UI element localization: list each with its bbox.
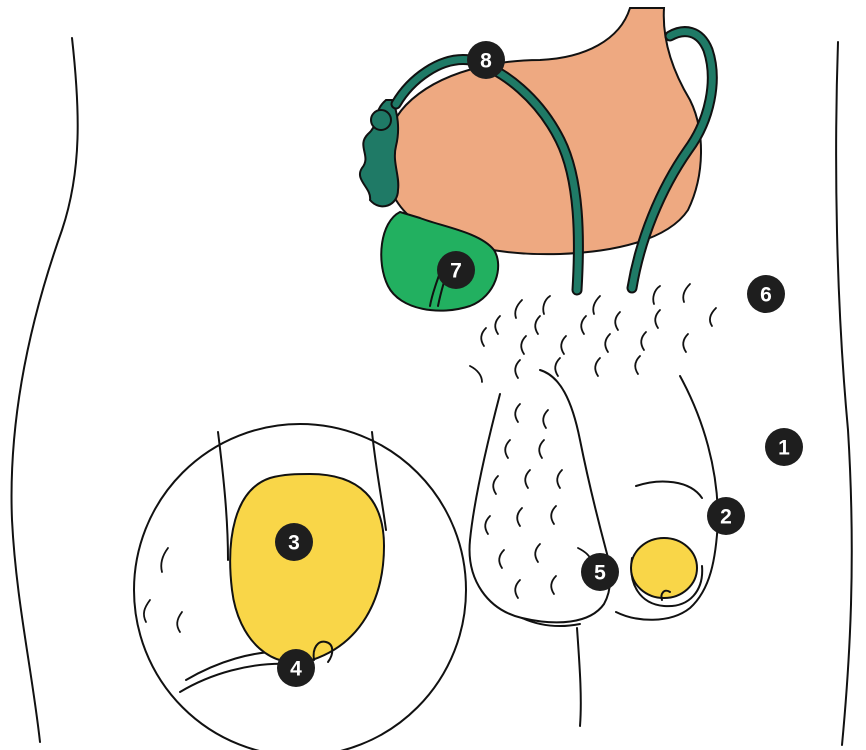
epididymis-small: [660, 589, 671, 601]
marker-6: 6: [747, 275, 785, 313]
scrotal-sac-opening: [635, 480, 703, 499]
left-duct: [392, 56, 582, 294]
marker-label: 7: [450, 260, 462, 283]
inner-thigh-line: [576, 627, 582, 727]
penis-hair: [484, 403, 593, 599]
marker-label: 3: [288, 532, 300, 555]
marker-circle: [277, 649, 315, 687]
left-body-contour: [10, 37, 79, 743]
marker-5: 5: [581, 553, 619, 591]
marker-label: 5: [594, 562, 606, 585]
testis-small: [630, 537, 698, 599]
marker-7: 7: [437, 251, 475, 289]
marker-circle: [467, 41, 505, 79]
magnify-bottom-line: [179, 662, 291, 693]
penis: [468, 369, 612, 624]
marker-circle: [707, 497, 745, 535]
marker-label: 2: [720, 506, 732, 529]
right-duct: [628, 28, 716, 292]
marker-label: 6: [760, 284, 772, 307]
marker-circle: [437, 251, 475, 289]
marker-circle: [747, 275, 785, 313]
vas-deferens: [390, 26, 718, 296]
marker-label: 4: [290, 658, 302, 681]
marker-circle: [275, 523, 313, 561]
seminal-vesicle-top: [370, 109, 392, 131]
marker-3: 3: [275, 523, 313, 561]
magnify-right-wall: [371, 431, 387, 531]
marker-4: 4: [277, 649, 315, 687]
magnify-hair-3: [176, 611, 183, 633]
pubic-hair: [469, 283, 717, 383]
marker-2: 2: [707, 497, 745, 535]
marker-label: 8: [480, 50, 492, 73]
marker-circle: [765, 428, 803, 466]
marker-circle: [581, 553, 619, 591]
marker-label: 1: [778, 437, 790, 460]
magnify-left-wall: [217, 431, 229, 561]
magnified-view: [133, 423, 467, 750]
scrotum: [615, 375, 719, 621]
right-body-contour: [835, 41, 853, 746]
magnify-hair-2: [143, 599, 151, 623]
markers: 1 2 3 4 5 6 7 8: [275, 41, 803, 687]
body-outline: [10, 37, 853, 746]
genital-outline: [468, 369, 719, 627]
penis-tip: [521, 617, 581, 627]
epididymis-large: [312, 640, 334, 663]
marker-8: 8: [467, 41, 505, 79]
marker-1: 1: [765, 428, 803, 466]
testis-small-group: [630, 480, 704, 608]
magnify-hair-1: [160, 547, 169, 573]
